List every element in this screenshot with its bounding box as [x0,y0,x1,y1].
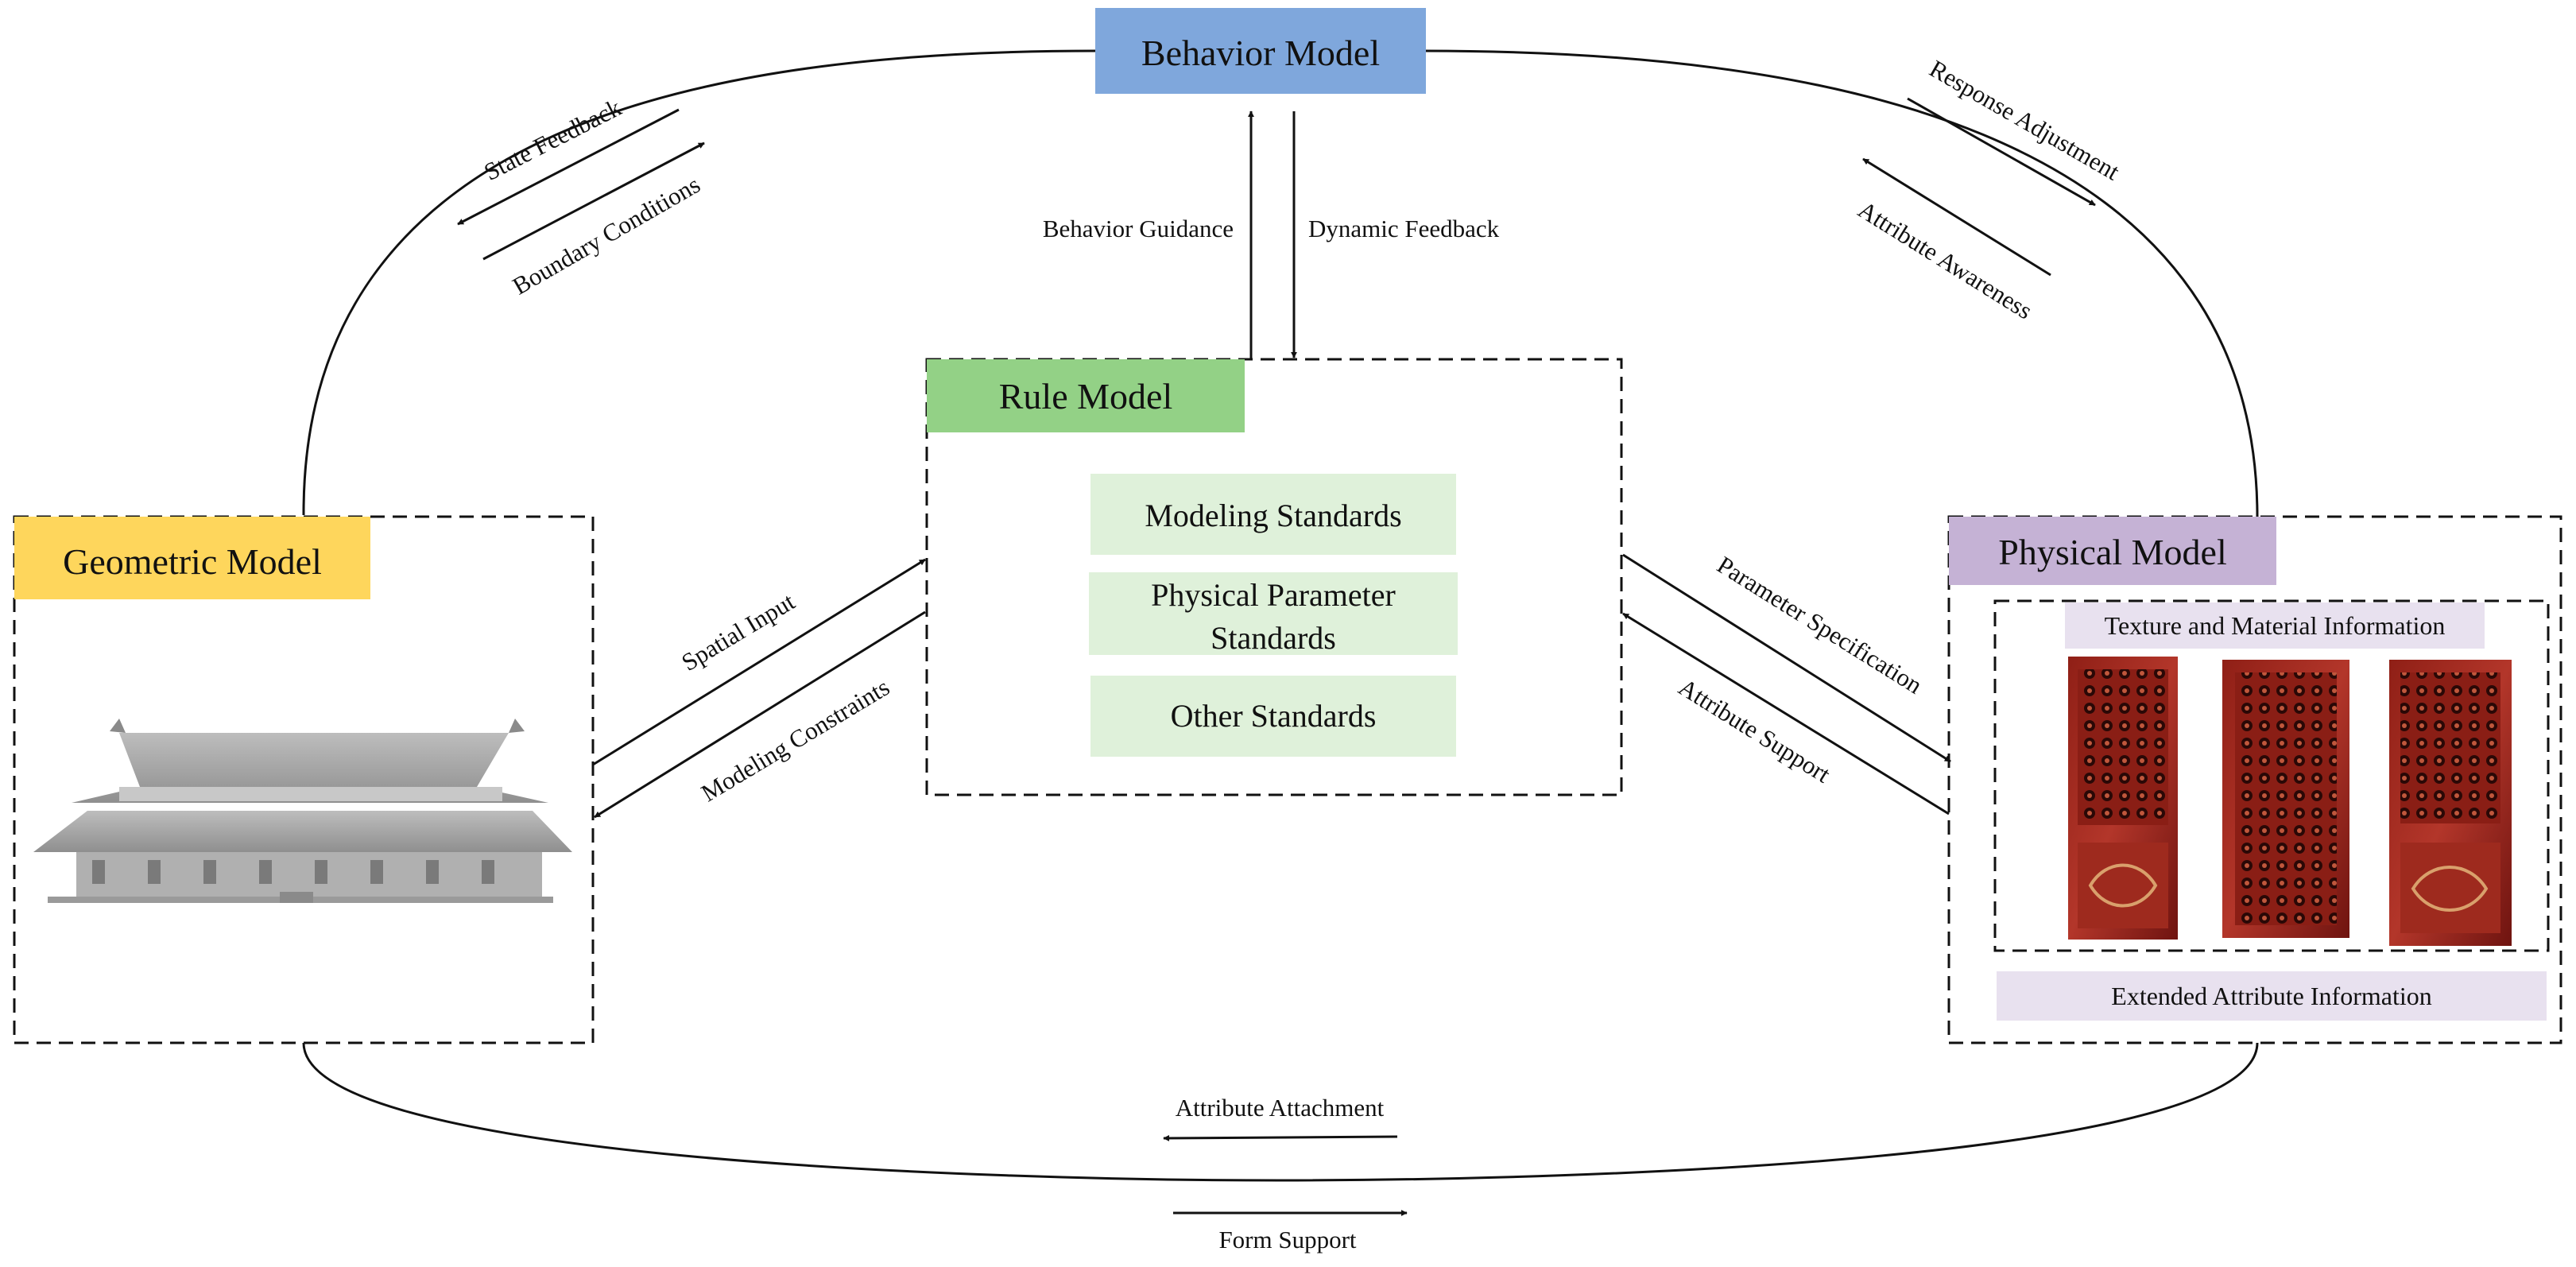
geometric-model-node: Geometric Model [13,515,595,1044]
state-feedback-label: State Feedback [479,93,626,186]
physical-parameter-standards-label-line1: Physical Parameter [1151,577,1396,613]
rule-model-node: Rule Model Modeling Standards Physical P… [925,358,1623,796]
texture-material-label: Texture and Material Information [2105,611,2446,640]
attribute-attachment-arrow [1163,1134,1398,1141]
behavior-model-title: Behavior Model [1141,33,1380,73]
other-standards-box [1090,676,1456,757]
dynamic-feedback-label: Dynamic Feedback [1308,215,1500,242]
form-support-label: Form Support [1218,1226,1356,1253]
texture-material-border [1993,599,2550,952]
response-adjustment-arrow [1907,97,2096,207]
extended-attribute-label-box [1997,971,2547,1021]
state-feedback-arrow [457,108,680,226]
top-left-curve [302,49,1098,516]
door-panel-image-3 [2389,660,2512,946]
other-standards-label: Other Standards [1171,698,1377,734]
physical-model-title: Physical Model [1998,532,2226,572]
modeling-standards-box [1090,474,1456,555]
door-panel-image-1 [2068,657,2178,940]
attribute-attachment-label: Attribute Attachment [1176,1094,1385,1122]
physical-model-border [1947,515,2562,1044]
rule-model-title: Rule Model [999,376,1172,417]
boundary-conditions-label: Boundary Conditions [508,170,705,300]
geometric-model-title: Geometric Model [63,541,322,582]
top-right-curve [1424,49,2259,517]
behavior-model-header [1095,8,1426,94]
bottom-curve [302,1042,2259,1182]
physical-model-node: Physical Model Texture and Material Info… [1947,515,2562,1044]
boundary-conditions-arrow [482,141,705,261]
behavior-guidance-label: Behavior Guidance [1043,215,1234,242]
physical-model-header [1949,517,2276,585]
rule-model-header [927,359,1245,432]
attribute-awareness-arrow [1862,157,2051,277]
modeling-standards-label: Modeling Standards [1145,498,1401,533]
parameter-specification-arrow [1622,553,1951,763]
spatial-input-arrow [592,558,926,766]
rule-model-border [925,358,1623,796]
door-panel-image-2 [2222,660,2349,938]
geometric-model-header [14,517,370,599]
spatial-input-label: Spatial Input [676,587,800,676]
physical-parameter-standards-box [1089,572,1458,655]
temple-building-image [33,719,572,903]
parameter-specification-label: Parameter Specification [1712,551,1927,699]
attribute-awareness-label: Attribute Awareness [1854,196,2038,325]
extended-attribute-label: Extended Attribute Information [2111,982,2431,1010]
attribute-support-arrow [1622,612,1950,816]
modeling-constraints-arrow [594,610,926,819]
behavior-model-node: Behavior Model [1095,8,1426,94]
physical-parameter-standards-label-line2: Standards [1211,620,1336,656]
texture-material-label-box [2065,603,2485,649]
